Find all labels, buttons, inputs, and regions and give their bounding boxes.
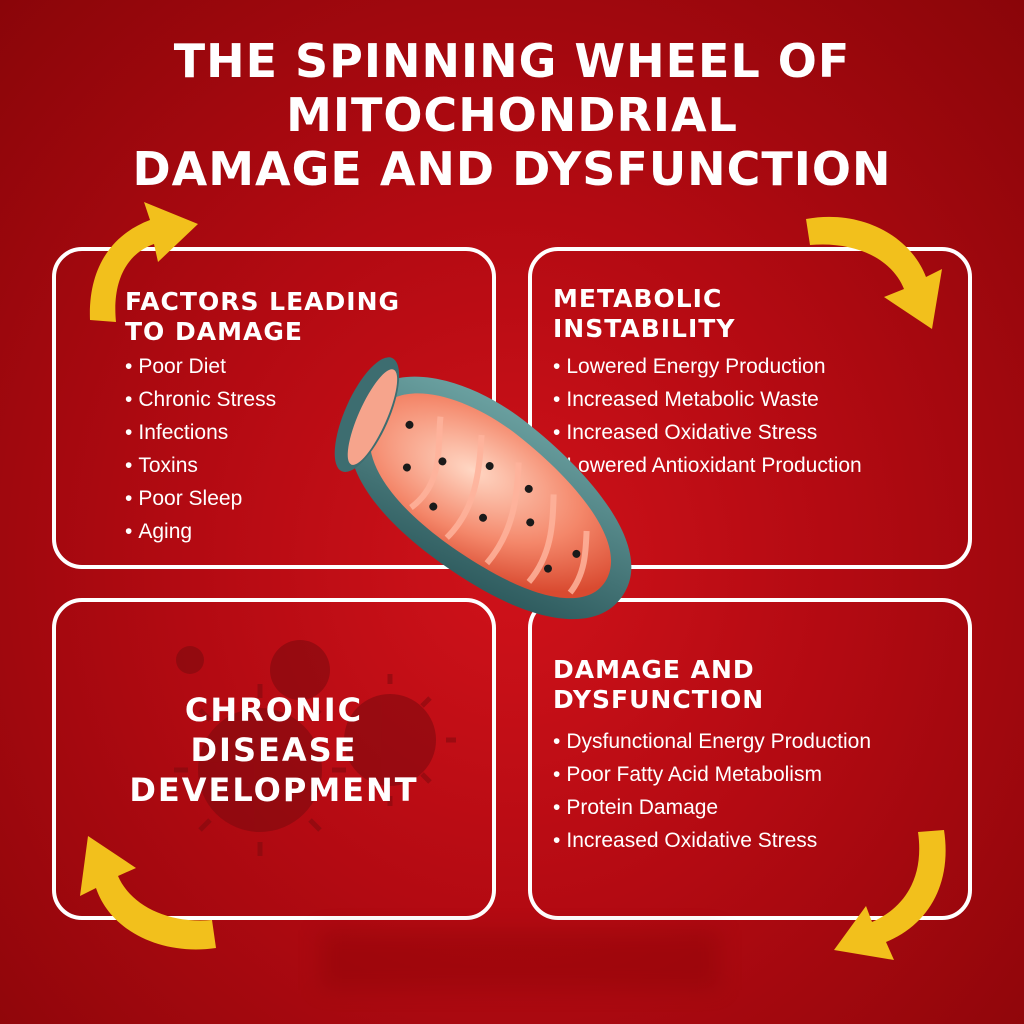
chronic-line-2: DISEASE xyxy=(190,731,358,769)
chronic-line-3: DEVELOPMENT xyxy=(129,771,419,809)
damage-heading-line-2: DYSFUNCTION xyxy=(553,685,765,714)
page-title: THE SPINNING WHEEL OF MITOCHONDRIAL DAMA… xyxy=(0,34,1024,196)
title-line-1: THE SPINNING WHEEL OF xyxy=(173,34,851,88)
damage-heading-line-1: DAMAGE AND xyxy=(553,655,755,684)
panel-chronic xyxy=(52,598,496,920)
factors-list: Poor Diet Chronic Stress Infections Toxi… xyxy=(125,350,276,548)
virus-icon xyxy=(174,640,456,856)
factors-heading-line-2: TO DAMAGE xyxy=(125,317,303,346)
curved-arrow-icon xyxy=(89,202,198,322)
curved-arrow-icon xyxy=(806,216,942,329)
metabolic-heading: METABOLIC INSTABILITY xyxy=(553,284,735,344)
list-item: Chronic Stress xyxy=(125,383,276,416)
chronic-line-1: CHRONIC xyxy=(184,691,364,729)
list-item: Protein Damage xyxy=(553,791,871,824)
list-item: Poor Sleep xyxy=(125,482,276,515)
list-item: Poor Diet xyxy=(125,350,276,383)
metabolic-heading-line-1: METABOLIC xyxy=(553,284,723,313)
damage-heading: DAMAGE AND DYSFUNCTION xyxy=(553,655,764,715)
list-item: Increased Oxidative Stress xyxy=(553,824,871,857)
metabolic-list: Lowered Energy Production Increased Meta… xyxy=(553,350,862,482)
title-line-3: DAMAGE AND DYSFUNCTION xyxy=(132,142,892,196)
factors-heading-line-1: FACTORS LEADING xyxy=(125,287,401,316)
list-item: Poor Fatty Acid Metabolism xyxy=(553,758,871,791)
title-line-2: MITOCHONDRIAL xyxy=(286,88,738,142)
metabolic-heading-line-2: INSTABILITY xyxy=(553,314,736,343)
list-item: Lowered Antioxidant Production xyxy=(553,449,861,482)
chronic-disease-label: CHRONIC DISEASE DEVELOPMENT xyxy=(52,690,496,810)
bottom-shadow xyxy=(320,930,720,990)
panel-metabolic xyxy=(528,247,972,569)
list-item: Toxins xyxy=(125,449,276,482)
list-item: Aging xyxy=(125,515,276,548)
list-item: Increased Oxidative Stress xyxy=(553,416,862,449)
list-item: Lowered Energy Production xyxy=(553,350,862,383)
factors-heading: FACTORS LEADING TO DAMAGE xyxy=(125,287,400,347)
panel-damage xyxy=(528,598,972,920)
curved-arrow-icon xyxy=(80,836,216,950)
list-item: Infections xyxy=(125,416,276,449)
curved-arrow-icon xyxy=(834,830,946,960)
damage-list: Dysfunctional Energy Production Poor Fat… xyxy=(553,725,871,857)
list-item: Increased Metabolic Waste xyxy=(553,383,862,416)
mitochondrion-illustration xyxy=(334,357,632,620)
list-item: Dysfunctional Energy Production xyxy=(553,725,871,758)
